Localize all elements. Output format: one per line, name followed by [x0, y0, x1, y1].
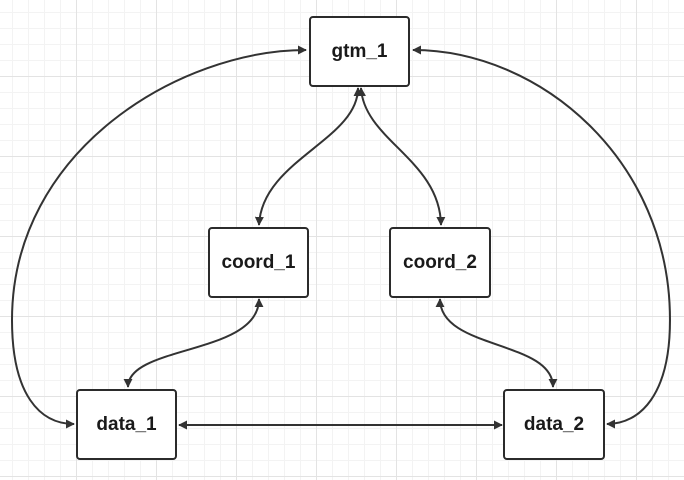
node-gtm-1-label: gtm_1 [331, 40, 388, 62]
edge-gtm1-data2[interactable] [412, 45, 672, 429]
node-data-1-label: data_1 [96, 413, 157, 435]
edge-coord1-data1[interactable] [123, 298, 264, 388]
node-gtm-1[interactable]: gtm_1 [309, 16, 410, 87]
edge-gtm1-coord1[interactable] [254, 87, 363, 226]
node-coord-1-label: coord_1 [221, 251, 296, 273]
node-coord-2[interactable]: coord_2 [389, 227, 491, 298]
edge-gtm1-coord2[interactable] [356, 87, 446, 226]
node-data-1[interactable]: data_1 [76, 389, 177, 460]
node-coord-1[interactable]: coord_1 [208, 227, 309, 298]
edge-gtm1-data1[interactable] [10, 45, 307, 429]
node-data-2[interactable]: data_2 [503, 389, 605, 460]
node-data-2-label: data_2 [523, 413, 585, 435]
node-coord-2-label: coord_2 [403, 251, 477, 273]
edge-coord2-data2[interactable] [435, 298, 558, 388]
